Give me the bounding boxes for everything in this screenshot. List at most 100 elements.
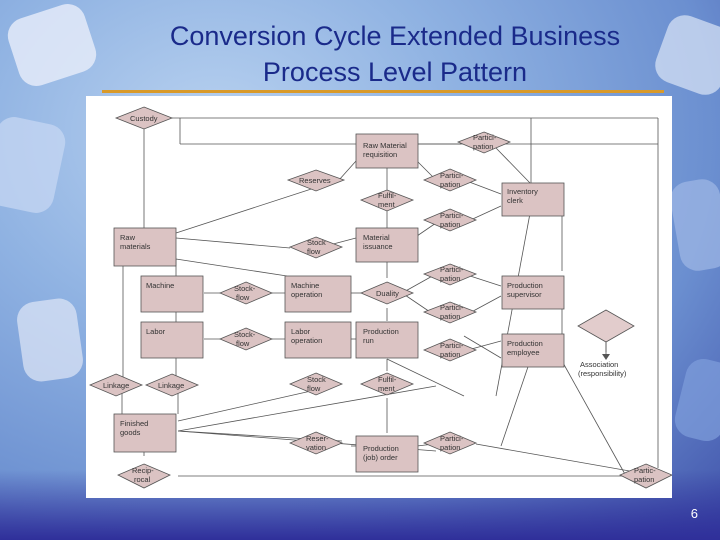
entity-production-run (355, 321, 419, 359)
entity-finished-goods (113, 413, 177, 453)
rel-label: pation (440, 180, 460, 189)
rel-label: Linkage (103, 381, 129, 390)
relationship-stock-flow-4 (288, 372, 344, 396)
entity-label: issuance (363, 242, 393, 251)
erd-diagram: Raw Material requisition Inventory clerk… (88, 106, 672, 489)
erd-relationships (88, 106, 672, 489)
entity-label: run (363, 336, 374, 345)
entity-label: (job) order (363, 453, 398, 462)
rel-label: flow (307, 247, 321, 256)
entity-label: Raw (120, 233, 136, 242)
relationship-participation-7 (422, 431, 478, 455)
slide-title-line-2: Process Level Pattern (262, 57, 528, 87)
entity-labor-operation (284, 321, 352, 359)
entity-machine (140, 275, 204, 313)
slide-number: 6 (690, 506, 698, 521)
legend-label: Association (580, 360, 618, 369)
rel-label: Fulfil- (378, 375, 397, 384)
entity-label: Production (507, 339, 543, 348)
entity-label: goods (120, 428, 141, 437)
entity-label: operation (291, 290, 322, 299)
rel-label: flow (307, 384, 321, 393)
relationship-participation-4 (422, 263, 478, 286)
relationship-participation-8 (619, 463, 672, 489)
entity-label: Machine (291, 281, 319, 290)
rel-label: pation (440, 312, 460, 321)
rel-label: Partici- (440, 303, 464, 312)
rel-label: Stock (307, 238, 326, 247)
slide-title: Conversion Cycle Extended Business Proce… (95, 18, 695, 90)
legend-association-diamond (577, 309, 635, 343)
rel-label: pation (440, 350, 460, 359)
rel-label: Stock- (234, 284, 256, 293)
rel-label: ment (378, 384, 396, 393)
rel-label: pation (473, 142, 493, 151)
rel-label: ment (378, 200, 396, 209)
relationship-linkage-left (88, 373, 144, 397)
relationship-fulfillment-1 (359, 189, 415, 212)
rel-label: rocal (134, 475, 151, 484)
entity-material-issuance (355, 227, 419, 263)
entity-label: Production (363, 444, 399, 453)
rel-label: Partici- (440, 434, 464, 443)
entity-label: requisition (363, 150, 397, 159)
entity-raw-materials (113, 227, 177, 267)
rel-label: Custody (130, 114, 158, 123)
relationship-participation-top (456, 131, 512, 154)
relationship-participation-2 (422, 168, 478, 192)
erd-diagram-panel: Raw Material requisition Inventory clerk… (86, 96, 672, 498)
entity-label: Inventory (507, 187, 538, 196)
erd-entities: Raw Material requisition Inventory clerk… (113, 133, 565, 473)
relationship-stock-flow-3 (218, 327, 274, 351)
rel-label: pation (440, 274, 460, 283)
relationship-participation-3 (422, 208, 478, 232)
relationship-reciprocal (117, 463, 171, 489)
rel-label: flow (236, 339, 250, 348)
rel-label: Partici- (440, 265, 464, 274)
rel-label: Partici- (440, 211, 464, 220)
rel-label: Reserves (299, 176, 331, 185)
rel-label: Recip- (132, 466, 154, 475)
entity-label: materials (120, 242, 151, 251)
relationship-linkage-right (144, 373, 200, 397)
slide-title-line-1: Conversion Cycle Extended Business (169, 21, 621, 51)
relationship-participation-6 (422, 338, 478, 362)
entity-label: clerk (507, 196, 523, 205)
entity-label: operation (291, 336, 322, 345)
entity-label: supervisor (507, 290, 542, 299)
rel-label: Duality (376, 289, 399, 298)
title-underline (102, 90, 664, 93)
relationship-reservation (288, 431, 344, 455)
entity-label: Finished (120, 419, 148, 428)
entity-label: Production (507, 281, 543, 290)
entity-label: Labor (146, 327, 166, 336)
relationship-stock-flow-1 (288, 236, 344, 259)
rel-label: pation (440, 443, 460, 452)
legend-label: (responsibility) (578, 369, 627, 378)
entity-labor (140, 321, 204, 359)
rel-label: Partic- (634, 466, 656, 475)
relationship-fulfillment-2 (359, 372, 415, 396)
entity-machine-operation (284, 275, 352, 313)
entity-inventory-clerk (501, 182, 565, 217)
entity-label: employee (507, 348, 540, 357)
rel-label: Partici- (440, 341, 464, 350)
rel-label: Reser- (306, 434, 329, 443)
relationship-duality (359, 281, 415, 305)
rel-label: flow (236, 293, 250, 302)
puzzle-piece-decoration (14, 296, 86, 384)
rel-label: vation (306, 443, 326, 452)
entity-label: Raw Material (363, 141, 407, 150)
rel-label: Partici- (473, 133, 497, 142)
entity-label: Material (363, 233, 390, 242)
entity-production-employee (501, 333, 565, 368)
entity-production-supervisor (501, 275, 565, 310)
rel-label: pation (634, 475, 654, 484)
rel-label: Linkage (158, 381, 184, 390)
rel-label: pation (440, 220, 460, 229)
entity-raw-material-requisition (355, 133, 419, 169)
rel-label: Stock (307, 375, 326, 384)
entity-label: Production (363, 327, 399, 336)
entity-label: Machine (146, 281, 174, 290)
entity-label: Labor (291, 327, 311, 336)
